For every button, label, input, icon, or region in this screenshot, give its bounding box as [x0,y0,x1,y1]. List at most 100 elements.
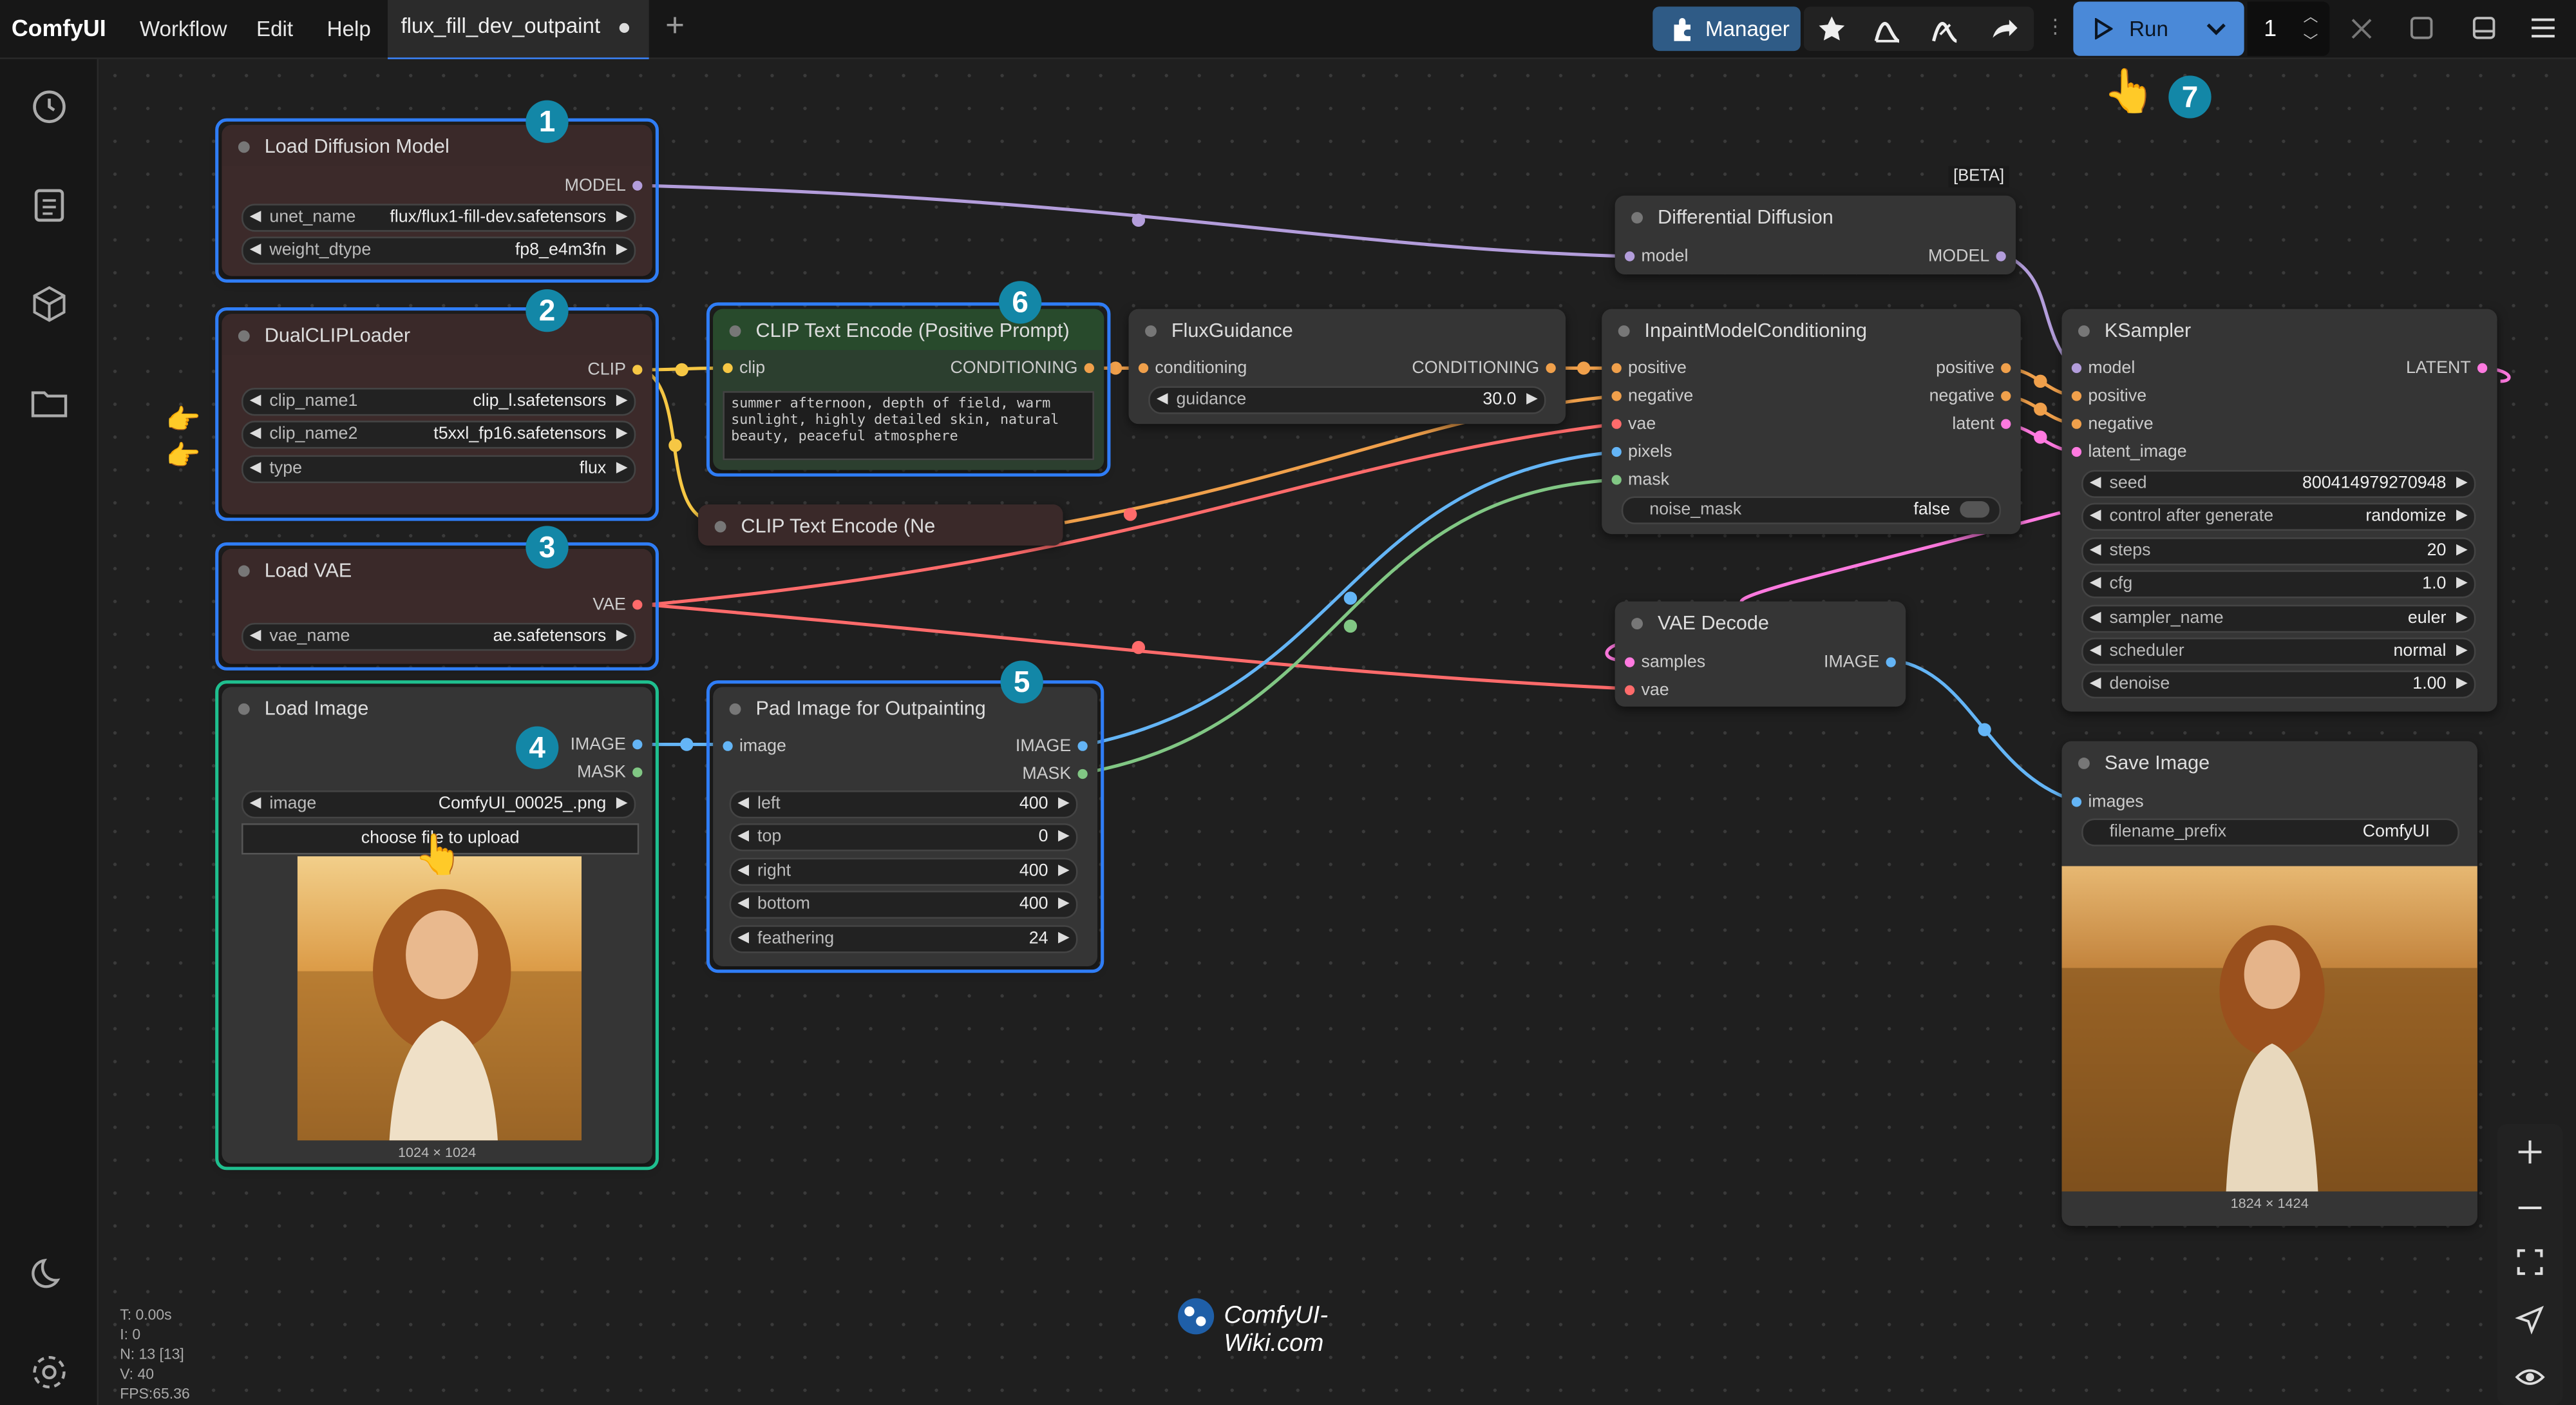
increment-icon[interactable]: ︿ [2303,8,2318,25]
input-pixels: pixels [1611,442,1672,462]
output-clip: CLIP [587,360,643,379]
model-library-cube-icon[interactable] [28,283,70,325]
zoom-out-minus-icon[interactable] [2515,1193,2545,1223]
puzzle-icon [1674,18,1690,41]
step-badge-1: 1 [526,100,569,143]
input-positive: positive [1611,358,1687,378]
node-vae-decode[interactable]: VAE Decode samples vae IMAGE [1615,601,1906,707]
canvas-zoom-controls [2497,1123,2563,1405]
output-positive: positive [1936,358,2011,378]
menu-workflow[interactable]: Workflow [139,16,227,41]
node-pad-image-outpainting[interactable]: Pad Image for Outpainting image IMAGE MA… [713,687,1098,966]
run-button[interactable]: Run [2073,1,2244,56]
output-mask: MASK [1022,764,1088,784]
app-logo[interactable]: ComfyUI [11,14,106,41]
toggle-links-eye-icon[interactable] [2515,1362,2545,1392]
unsaved-dot-icon[interactable] [619,23,630,33]
output-conditioning: CONDITIONING [1412,358,1556,378]
manager-button[interactable]: Manager [1653,6,1801,52]
workflows-folder-icon[interactable] [28,381,70,424]
toggle-switch-icon [1960,501,1990,518]
new-tab-plus-icon[interactable]: + [665,8,685,44]
decrement-icon[interactable]: ﹀ [2303,33,2318,50]
step-badge-5: 5 [1000,660,1043,703]
star-icon[interactable] [1814,12,1850,48]
history-icon[interactable] [28,86,70,128]
node-differential-diffusion[interactable]: Differential Diffusion model MODEL [1615,195,2016,275]
workflow-tab[interactable]: flux_fill_dev_outpaint [388,0,649,61]
graph-alt-icon[interactable] [1927,12,1963,48]
node-clip-text-encode-positive[interactable]: CLIP Text Encode (Positive Prompt) clip … [713,309,1104,470]
input-negative: negative [1611,386,1693,406]
node-inpaint-model-conditioning[interactable]: InpaintModelConditioning positive negati… [1602,309,2021,535]
select-pointer-icon[interactable] [2515,1305,2545,1335]
input-vae: vae [1624,680,1669,700]
share-icon[interactable] [1986,12,2022,48]
choose-file-button[interactable]: choose file to upload [241,823,639,855]
input-image: image [723,736,786,756]
focus-mode-icon[interactable] [2409,15,2435,41]
collapse-dot-icon[interactable] [238,141,250,153]
image-size-caption: 1824 × 1424 [2230,1194,2309,1212]
queue-count-stepper[interactable]: 1 ︿ ﹀ [2247,1,2330,56]
outpainted-portrait-image [2061,866,2477,1192]
input-conditioning: conditioning [1138,358,1247,378]
pointer-hand-icon: 👆 [2103,66,2156,115]
graph-icon[interactable] [1870,12,1906,48]
output-image: IMAGE [1824,653,1896,672]
close-icon[interactable] [2349,17,2374,41]
output-latent: latent [1952,414,2011,434]
sidebar [0,59,99,1405]
image-size-caption: 1024 × 1024 [397,1143,477,1161]
output-conditioning: CONDITIONING [951,358,1094,378]
queue-list-icon[interactable] [28,184,70,227]
node-ksampler[interactable]: KSampler model positive negative latent_… [2061,309,2497,712]
fit-view-icon[interactable] [2515,1247,2545,1277]
pointing-right-hand-icon: 👉 [166,404,201,436]
bottom-panel-icon[interactable] [2471,15,2497,41]
node-flux-guidance[interactable]: FluxGuidance conditioning CONDITIONING ◀… [1128,309,1566,425]
hamburger-menu-icon[interactable] [2530,17,2557,40]
output-model: MODEL [1928,247,2006,266]
output-vae: VAE [592,595,643,615]
zoom-in-plus-icon[interactable] [2515,1137,2545,1167]
theme-moon-icon[interactable] [28,1252,70,1295]
chevron-down-icon[interactable] [2204,21,2228,38]
pointing-right-hand-icon: 👉 [166,440,201,472]
input-negative: negative [2071,414,2154,434]
settings-gear-icon[interactable] [28,1351,70,1393]
node-clip-text-encode-negative[interactable]: CLIP Text Encode (Ne [698,504,1063,546]
menu-help[interactable]: Help [327,16,371,41]
menu-edit[interactable]: Edit [256,16,294,41]
portrait-image [297,856,582,1141]
prompt-textarea[interactable]: summer afternoon, depth of field, warm s… [723,391,1094,461]
